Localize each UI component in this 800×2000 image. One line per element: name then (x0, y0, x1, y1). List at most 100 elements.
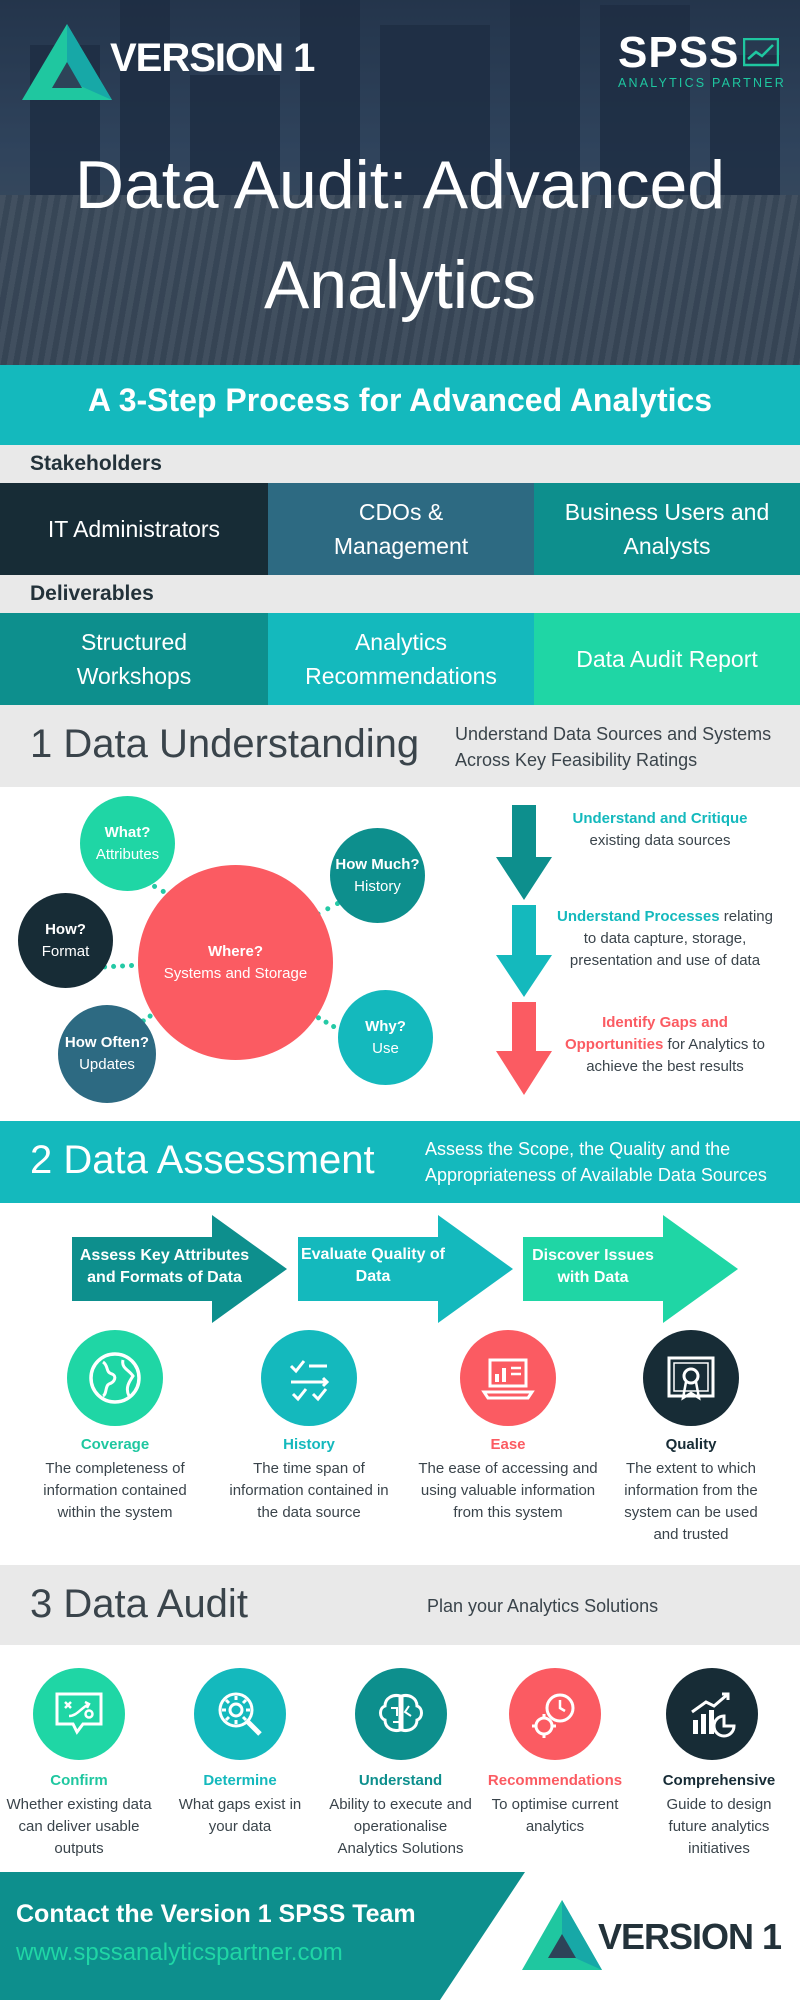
why-title: Why? (365, 1017, 406, 1035)
arrow-assess (72, 1215, 287, 1323)
brain-icon (355, 1668, 447, 1760)
confirm-desc: Whether existing data can deliver usable… (6, 1796, 152, 1857)
stakeholder-business: Business Users and Analysts (534, 483, 800, 575)
stakeholder-it-label: IT Administrators (47, 516, 221, 542)
node-how-much: How Much? History (330, 828, 425, 923)
stakeholder-it: IT Administrators (0, 483, 268, 575)
how-title: How? (45, 920, 86, 938)
section2-subtitle: Assess the Scope, the Quality and the Ap… (425, 1139, 767, 1185)
deliverable-workshops: Structured Workshops (0, 613, 268, 705)
stakeholder-business-label: Business Users and Analysts (564, 499, 770, 559)
certificate-icon (643, 1330, 739, 1426)
quality-desc: The extent to which information from the… (624, 1460, 758, 1543)
footer-url[interactable]: www.spssanalyticspartner.com (16, 1939, 343, 1966)
what-title: What? (104, 823, 151, 841)
stakeholder-cdo: CDOs & Management (268, 483, 534, 575)
node-what: What? Attributes (80, 796, 175, 891)
footer-brand: VERSION 1 (598, 1916, 782, 1957)
section2-title: 2 Data Assessment (30, 1138, 375, 1182)
deliverable-workshops-label: Structured Workshops (76, 629, 192, 689)
determine-desc: What gaps exist in your data (178, 1796, 302, 1835)
where-title: Where? (207, 942, 263, 960)
deliverables-bar (0, 575, 800, 613)
page-title-line1: Data Audit: Advanced (74, 147, 726, 223)
deliverable-report-label: Data Audit Report (576, 646, 758, 672)
footer-band (0, 1872, 525, 2000)
step2-highlight: Understand Processes (557, 908, 720, 925)
hero-banner (0, 0, 800, 365)
section3-header (0, 1565, 800, 1645)
deliverable-report: Data Audit Report (534, 613, 800, 705)
step1-rest: existing data sources (589, 832, 731, 849)
arrow-down-icon (496, 1002, 552, 1095)
node-how: How? Format (18, 893, 113, 988)
confirm-title: Confirm (50, 1772, 108, 1789)
how-often-sub: Updates (79, 1056, 135, 1073)
understand-title: Understand (358, 1772, 443, 1789)
process-banner-text: A 3-Step Process for Advanced Analytics (87, 382, 713, 418)
coverage-title: Coverage (80, 1436, 150, 1453)
determine-title: Determine (203, 1772, 277, 1789)
section1-subtitle: Understand Data Sources and Systems Acro… (455, 724, 772, 770)
how-often-title: How Often? (64, 1034, 150, 1051)
step-understand-processes: Understand Processes relating to data ca… (555, 906, 775, 972)
arrow-discover-text: Discover Issues with Data (532, 1247, 654, 1286)
growth-chart-icon (666, 1668, 758, 1760)
arrow-evaluate (298, 1215, 513, 1323)
clock-gear-icon (509, 1668, 601, 1760)
recommendations-desc: To optimise current analytics (491, 1796, 619, 1835)
step-arrows (496, 805, 552, 1095)
step-understand-critique: Understand and Critique existing data so… (560, 808, 760, 852)
process-banner (0, 365, 800, 445)
strategy-board-icon (33, 1668, 125, 1760)
comprehensive-title: Comprehensive (662, 1772, 776, 1789)
section3-subtitle: Plan your Analytics Solutions (427, 1596, 659, 1616)
version1-footer-logo-icon (522, 1900, 602, 1970)
why-sub: Use (372, 1039, 399, 1057)
how-much-title: How Much? (335, 855, 420, 873)
version1-logo-icon (22, 24, 112, 100)
how-sub: Format (41, 942, 90, 960)
section1-title: 1 Data Understanding (30, 722, 420, 766)
laptop-chart-icon (460, 1330, 556, 1426)
recommendations-title: Recommendations (487, 1772, 623, 1789)
how-much-sub: History (354, 877, 401, 895)
arrow-evaluate-text: Evaluate Quality of Data (300, 1246, 446, 1285)
step-identify-gaps: Identify Gaps and Opportunities for Anal… (555, 1012, 775, 1078)
section1-header (0, 705, 800, 787)
page-title-line2: Analytics (263, 247, 537, 323)
ease-desc: The ease of accessing and using valuable… (418, 1460, 598, 1521)
brand-left: VERSION 1 (110, 36, 315, 80)
what-sub: Attributes (95, 845, 160, 863)
stakeholders-label: Stakeholders (30, 452, 162, 475)
quality-title: Quality (665, 1436, 717, 1453)
globe-icon (67, 1330, 163, 1426)
arrow-discover (523, 1215, 738, 1323)
stakeholder-cdo-label: CDOs & Management (333, 499, 469, 559)
arrow-down-icon (496, 805, 552, 900)
deliverable-recommendations: Analytics Recommendations (268, 613, 534, 705)
history-desc: The time span of information contained i… (229, 1460, 389, 1521)
node-why: Why? Use (338, 990, 433, 1085)
arrow-down-icon (496, 905, 552, 997)
arrow-assess-text: Assess Key Attributes and Formats of Dat… (79, 1247, 250, 1286)
where-sub: Systems and Storage (163, 964, 308, 982)
step2-rest: relating to data capture, storage, prese… (569, 908, 773, 969)
step3-rest: for Analytics to achieve the best result… (586, 1036, 766, 1075)
section2-header (0, 1121, 800, 1203)
coverage-desc: The completeness of information containe… (43, 1460, 187, 1521)
deliverables-label: Deliverables (30, 582, 154, 605)
ease-title: Ease (490, 1436, 526, 1453)
step3-highlight: Identify Gaps and Opportunities (564, 1014, 728, 1053)
step1-highlight: Understand and Critique (572, 810, 748, 827)
history-title: History (283, 1436, 335, 1453)
comprehensive-desc: Guide to design future analytics initiat… (666, 1796, 772, 1857)
section3-title: 3 Data Audit (30, 1582, 248, 1626)
spss-chart-icon (743, 38, 779, 67)
brand-right: SPSS (618, 28, 740, 77)
footer-contact: Contact the Version 1 SPSS Team (16, 1900, 416, 1928)
node-how-often: How Often? Updates (58, 1005, 156, 1103)
gear-search-icon (194, 1668, 286, 1760)
brand-right-sub: ANALYTICS PARTNER (618, 76, 786, 90)
center-circle-where: Where? Systems and Storage (138, 865, 333, 1060)
